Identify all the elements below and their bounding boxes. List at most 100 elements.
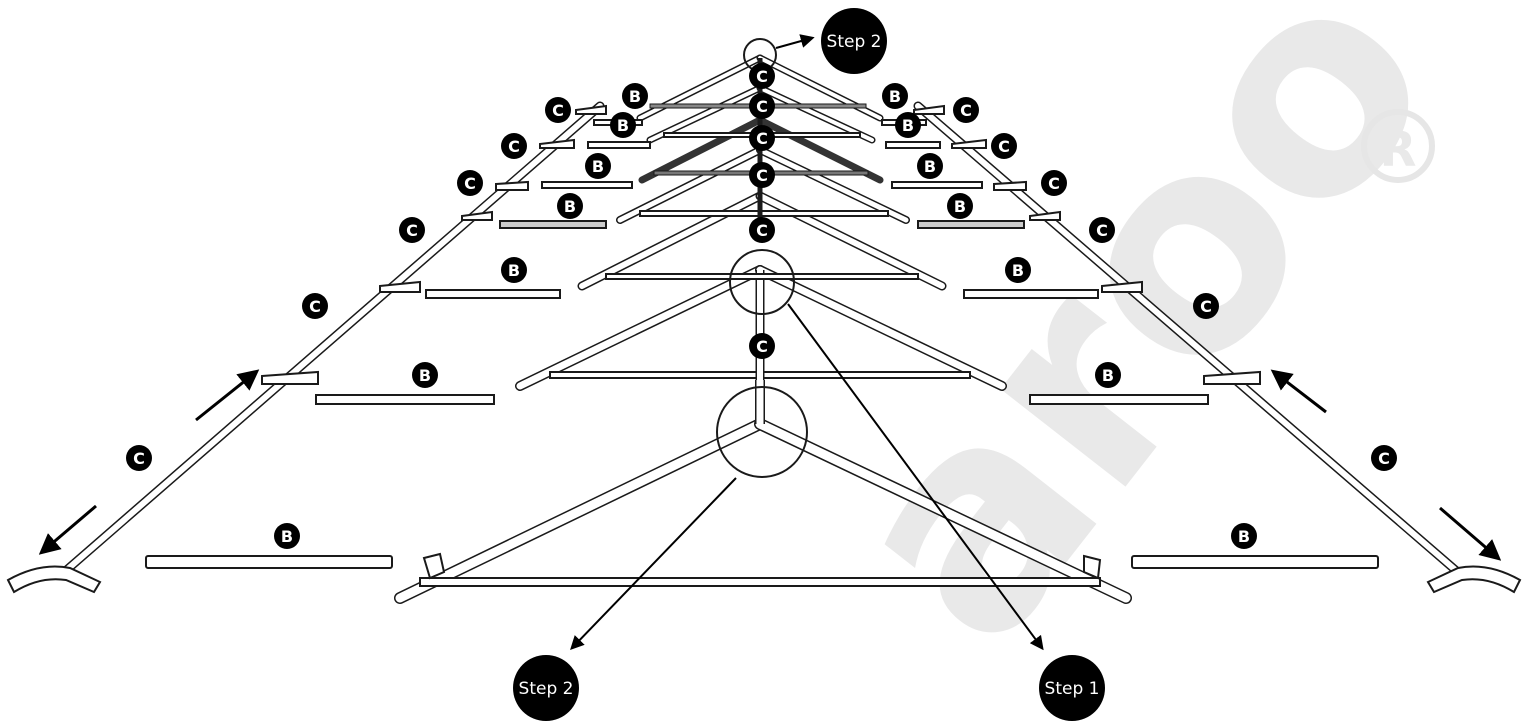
svg-text:B: B [617, 116, 629, 135]
svg-text:C: C [508, 137, 520, 156]
arrow-icon [1270, 369, 1327, 414]
svg-text:C: C [1378, 449, 1390, 468]
foot-connectors [6, 565, 1522, 594]
c-badge: C [749, 162, 775, 188]
inner-trusses [394, 54, 1132, 604]
svg-text:B: B [281, 527, 293, 546]
b-badge: B [882, 83, 908, 109]
c-badge: C [126, 445, 152, 471]
svg-text:C: C [1200, 297, 1212, 316]
c-badge: C [457, 170, 483, 196]
c-badge: C [749, 217, 775, 243]
right-foot-connector [1426, 565, 1522, 594]
svg-text:C: C [960, 101, 972, 120]
svg-text:C: C [756, 166, 768, 185]
svg-text:B: B [902, 116, 914, 135]
rail-joints [261, 104, 1261, 385]
c-badge: C [545, 97, 571, 123]
svg-text:B: B [1102, 366, 1114, 385]
svg-text:B: B [508, 261, 520, 280]
svg-text:B: B [564, 197, 576, 216]
svg-text:C: C [309, 297, 321, 316]
svg-text:C: C [1048, 174, 1060, 193]
b-badge: B [1095, 362, 1121, 388]
svg-text:C: C [756, 129, 768, 148]
c-badge: C [302, 293, 328, 319]
detail-circle-bottom [716, 386, 808, 478]
b-badge: B [610, 112, 636, 138]
c-badge: C [749, 333, 775, 359]
svg-text:C: C [756, 337, 768, 356]
b-bar [1131, 555, 1379, 569]
step-bubble-bottom-right: Step 1 [1039, 655, 1105, 721]
arrow-icon [570, 477, 737, 651]
c-badges: C C C C C C C C C C C C C C C C C C [126, 63, 1397, 471]
b-bar [587, 141, 651, 149]
c-badge: C [1041, 170, 1067, 196]
svg-text:C: C [998, 137, 1010, 156]
svg-text:B: B [592, 157, 604, 176]
c-badge: C [501, 133, 527, 159]
c-badge: C [399, 217, 425, 243]
svg-text:C: C [464, 174, 476, 193]
svg-text:B: B [924, 157, 936, 176]
step-2-label-top: Step 2 [827, 32, 882, 52]
b-badge: B [1005, 257, 1031, 283]
b-bar [963, 289, 1099, 299]
svg-text:C: C [552, 101, 564, 120]
detail-circle-middle [729, 249, 795, 315]
svg-text:C: C [406, 221, 418, 240]
step-2-label-bottom: Step 2 [519, 679, 574, 699]
b-badges: B B B B B B B B B B B B B B [274, 83, 1257, 549]
b-bar [1029, 394, 1209, 405]
svg-text:C: C [756, 67, 768, 86]
b-badge: B [622, 83, 648, 109]
b-bar [917, 220, 1025, 229]
svg-text:B: B [629, 87, 641, 106]
c-badge: C [953, 97, 979, 123]
svg-text:B: B [1012, 261, 1024, 280]
left-foot-connector [6, 565, 102, 594]
arrow-icon [787, 303, 1044, 651]
b-bar [891, 181, 983, 189]
c-badge: C [749, 93, 775, 119]
bracket-icon [422, 552, 446, 580]
b-bar [145, 555, 393, 569]
pointer-arrows [38, 34, 1502, 651]
svg-text:C: C [756, 221, 768, 240]
svg-text:C: C [133, 449, 145, 468]
arrow-icon [38, 504, 97, 555]
arrow-icon [1439, 506, 1502, 561]
registered-mark-letter: R [1380, 122, 1417, 178]
b-badge: B [557, 193, 583, 219]
svg-text:B: B [419, 366, 431, 385]
c-badge: C [1193, 293, 1219, 319]
b-badge: B [585, 153, 611, 179]
step-bubble-top: Step 2 [821, 8, 887, 74]
b-bar [885, 141, 941, 149]
c-badge: C [749, 63, 775, 89]
svg-text:B: B [954, 197, 966, 216]
loose-b-bars [145, 119, 1379, 569]
b-badge: B [501, 257, 527, 283]
b-bar [499, 220, 607, 229]
truss-4 [616, 146, 910, 224]
b-badge: B [917, 153, 943, 179]
svg-text:B: B [889, 87, 901, 106]
b-bar [541, 181, 633, 189]
b-badge: B [412, 362, 438, 388]
b-badge: B [1231, 523, 1257, 549]
step-1-label: Step 1 [1045, 679, 1100, 699]
svg-text:C: C [1096, 221, 1108, 240]
c-badge: C [991, 133, 1017, 159]
arrow-icon [775, 34, 815, 49]
b-badge: B [274, 523, 300, 549]
b-badge: B [895, 112, 921, 138]
svg-text:C: C [756, 97, 768, 116]
b-badge: B [947, 193, 973, 219]
step-bubble-bottom-left: Step 2 [513, 655, 579, 721]
arrow-icon [195, 369, 260, 422]
step-bubbles: Step 2 Step 2 Step 1 [513, 8, 1105, 721]
b-bar [315, 394, 495, 405]
